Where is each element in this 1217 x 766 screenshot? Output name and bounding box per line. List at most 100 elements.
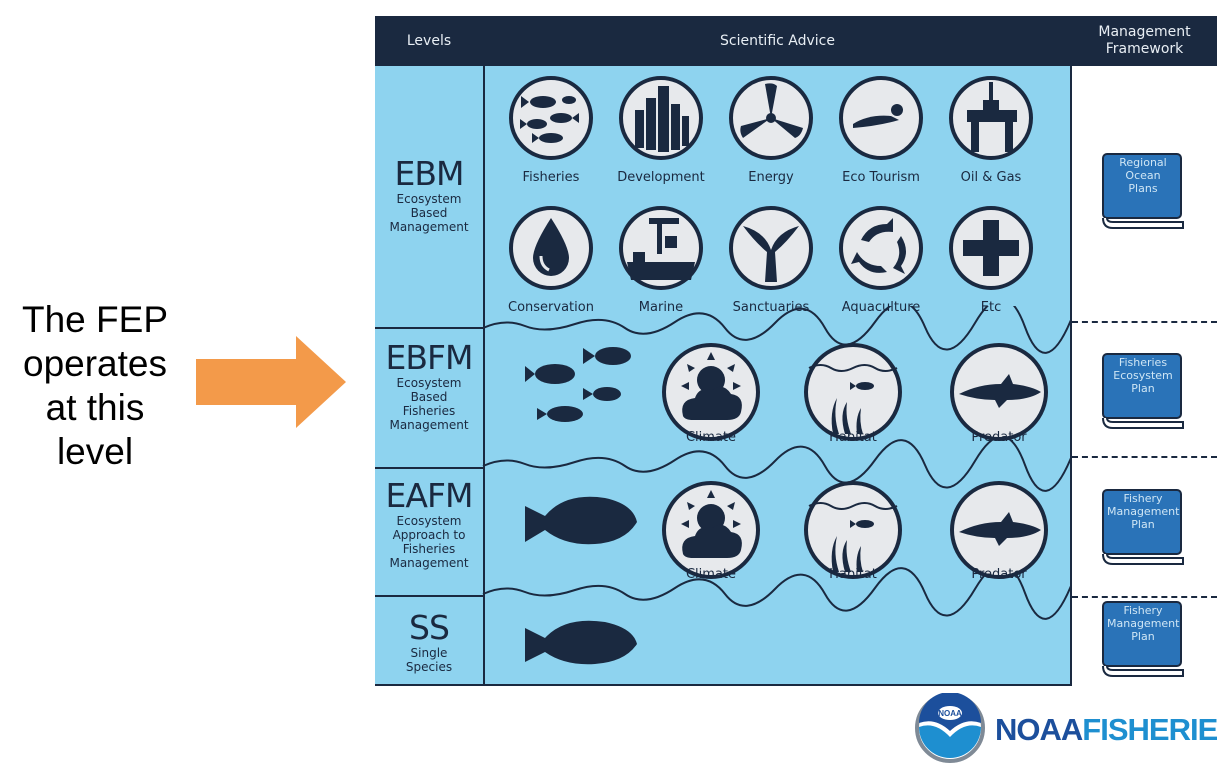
wave-separators: [375, 306, 1071, 620]
emblem-text: NOAA: [938, 709, 962, 718]
level-full-line: Fisheries: [402, 404, 456, 418]
plan-title: Fishery Management Plan: [1107, 604, 1179, 643]
icon-label-marine: Marine: [638, 300, 684, 315]
noaa-emblem-icon: NOAA: [915, 693, 985, 763]
plan-title-line: Management: [1107, 617, 1180, 630]
level-full-line: Based: [410, 206, 448, 220]
plan-title-line: Plan: [1131, 630, 1155, 643]
dashed-separator: [1072, 596, 1217, 598]
level-ebm: EBM Ecosystem Based Management: [375, 156, 483, 235]
icon-label-habitat: Habitat: [829, 567, 877, 582]
level-full-line: Ecosystem: [396, 376, 462, 390]
side-note-line: operates: [23, 343, 167, 384]
plan-title-line: Fisheries: [1118, 356, 1168, 369]
level-full-line: Species: [405, 660, 453, 674]
side-note-line: at this: [45, 387, 145, 428]
water-drop-icon: [509, 206, 593, 290]
plan-title-line: Plan: [1131, 518, 1155, 531]
bottom-border: [375, 684, 1071, 686]
predator-shark-icon: [950, 481, 1048, 579]
side-note-line: level: [56, 431, 134, 472]
plan-title-line: Ocean: [1125, 169, 1161, 182]
level-ss: SS Single Species: [375, 608, 483, 675]
level-full-line: Single: [410, 646, 448, 660]
level-full-line: Fisheries: [402, 542, 456, 556]
plan-title-line: Fishery: [1123, 604, 1163, 617]
icon-label-sanctuaries: Sanctuaries: [732, 300, 810, 315]
header-scientific-advice: Scientific Advice: [485, 16, 1070, 66]
habitat-icon: [804, 343, 902, 441]
plan-title-line: Regional: [1119, 156, 1167, 169]
wordmark-noaa: NOAA: [995, 712, 1083, 747]
icon-label-energy: Energy: [748, 170, 794, 185]
side-note-line: The FEP: [22, 299, 168, 340]
level-abbr: EBFM: [385, 338, 474, 377]
level-full-line: Ecosystem: [396, 192, 462, 206]
plan-book-fishery-management: Fishery Management Plan: [1101, 600, 1185, 680]
plan-title-line: Management: [1107, 505, 1180, 518]
level-full-line: Management: [389, 556, 469, 570]
icon-label-conservation: Conservation: [508, 300, 594, 315]
icon-label-habitat: Habitat: [829, 430, 877, 445]
book-icon: [1102, 601, 1184, 677]
climate-icon: [662, 343, 760, 441]
book-icon: [1102, 489, 1184, 565]
fisheries-icon: [509, 76, 593, 160]
icon-label-climate: Climate: [685, 567, 737, 582]
level-abbr: EAFM: [385, 476, 474, 515]
icon-label-climate: Climate: [685, 430, 737, 445]
plan-title: Fishery Management Plan: [1107, 492, 1179, 531]
wordmark-fisheries: FISHERIES: [1082, 712, 1217, 747]
plan-title-line: Ecosystem: [1113, 369, 1173, 382]
level-full-line: Management: [389, 220, 469, 234]
fish-group-icon: [525, 347, 631, 422]
right-arrow-icon: [196, 336, 346, 428]
level-full-line: Management: [389, 418, 469, 432]
plan-title-line: Plans: [1128, 182, 1158, 195]
plan-title-line: Fishery: [1123, 492, 1163, 505]
header-levels: Levels: [375, 16, 483, 66]
plan-title: Regional Ocean Plans: [1107, 156, 1179, 195]
development-icon: [619, 76, 703, 160]
icon-label-aquaculture: Aquaculture: [841, 300, 921, 315]
whale-tail-icon: [729, 206, 813, 290]
plan-book-fishery-management: Fishery Management Plan: [1101, 488, 1185, 568]
side-note: The FEP operates at this level: [0, 298, 190, 474]
oil-gas-icon: [949, 76, 1033, 160]
level-eafm: EAFM Ecosystem Approach to Fisheries Man…: [375, 476, 483, 571]
icon-label-etc: Etc: [980, 300, 1002, 315]
header-management-framework: Management Framework: [1072, 16, 1217, 66]
grouper-fish-icon: [525, 620, 637, 665]
predator-shark-icon: [950, 343, 1048, 441]
level-full-line: Based: [410, 390, 448, 404]
climate-icon: [662, 481, 760, 579]
dashed-separator: [1072, 456, 1217, 458]
book-icon: [1102, 353, 1184, 429]
management-levels-diagram: Levels Scientific Advice Management Fram…: [375, 16, 1217, 686]
plan-book-fisheries-ecosystem: Fisheries Ecosystem Plan: [1101, 352, 1185, 432]
icon-label-development: Development: [617, 170, 705, 185]
level-full-line: Approach to: [392, 528, 466, 542]
column-divider: [1070, 16, 1072, 686]
icon-label-predator: Predator: [971, 430, 1027, 445]
habitat-icon: [804, 481, 902, 579]
plus-icon: [949, 206, 1033, 290]
grouper-fish-icon: [525, 496, 637, 545]
icon-label-predator: Predator: [971, 567, 1027, 582]
book-icon: [1102, 153, 1184, 229]
plan-book-regional-ocean: Regional Ocean Plans: [1101, 152, 1185, 232]
level-full-line: Ecosystem: [396, 514, 462, 528]
column-divider: [483, 16, 485, 686]
dashed-separator: [1072, 321, 1217, 323]
icon-label-oil-gas: Oil & Gas: [960, 170, 1022, 185]
plan-title-line: Plan: [1131, 382, 1155, 395]
plan-title: Fisheries Ecosystem Plan: [1107, 356, 1179, 395]
level-abbr: SS: [409, 608, 450, 647]
icon-label-eco-tourism: Eco Tourism: [842, 170, 920, 185]
icon-label-fisheries: Fisheries: [522, 170, 580, 185]
header-management-line: Framework: [1105, 41, 1184, 57]
header-management-line: Management: [1098, 24, 1191, 40]
aquaculture-icon: [839, 206, 923, 290]
energy-icon: [729, 76, 813, 160]
marine-port-icon: [619, 206, 703, 290]
